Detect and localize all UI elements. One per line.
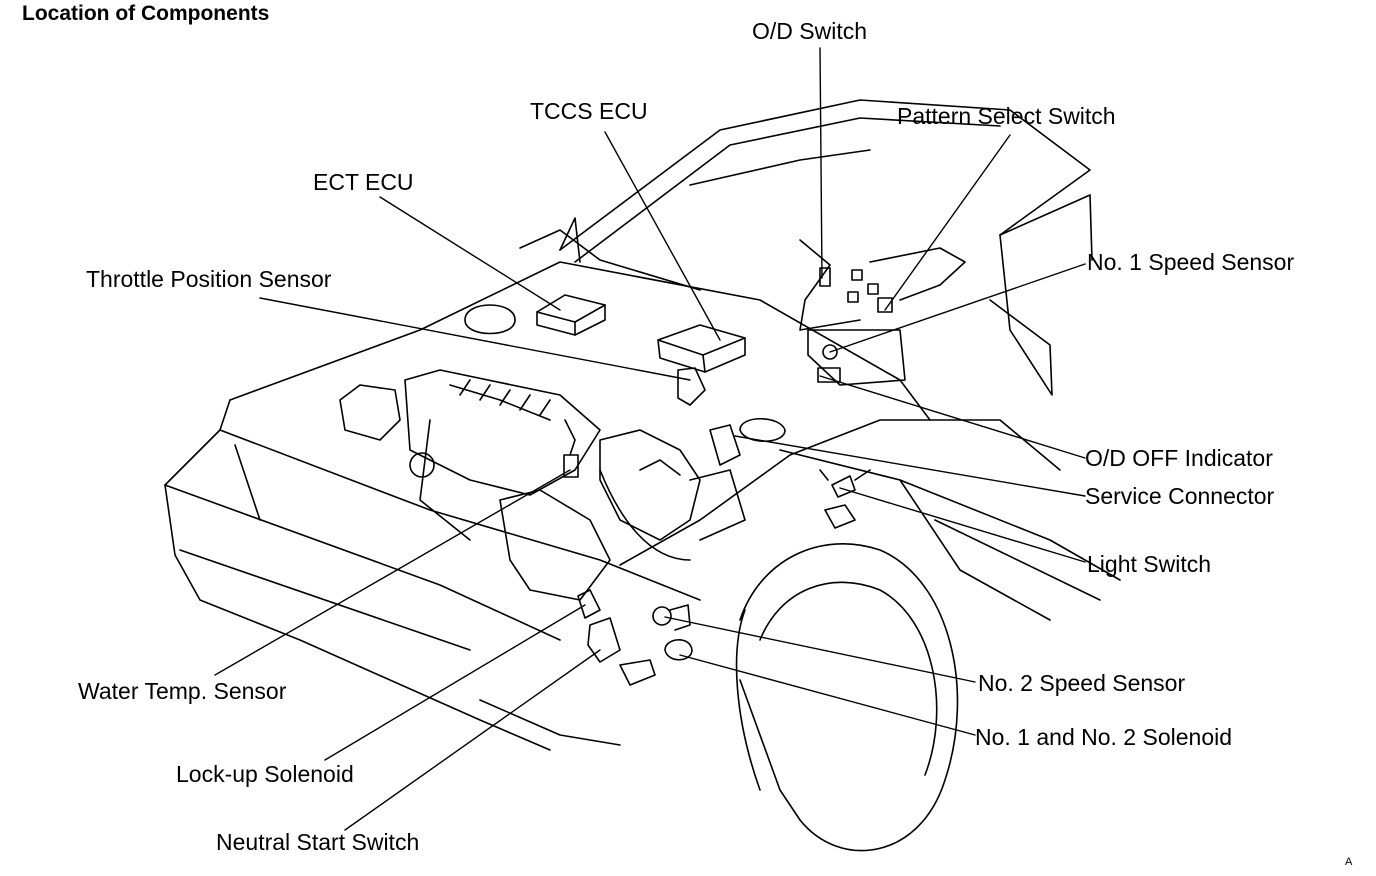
engine-block	[339, 304, 786, 601]
diagram-title: Location of Components	[22, 2, 270, 25]
leader-lines	[214, 47, 1086, 831]
label-od-off-indicator: O/D OFF Indicator	[1085, 445, 1273, 471]
windshield-outline	[559, 99, 1093, 396]
ecu-boxes	[536, 294, 746, 373]
front-wheel	[735, 543, 959, 852]
label-neutral-start-switch: Neutral Start Switch	[216, 829, 420, 855]
label-service-connector: Service Connector	[1085, 483, 1275, 509]
label-no2-speed-sensor: No. 2 Speed Sensor	[978, 670, 1186, 696]
label-light-switch: Light Switch	[1087, 551, 1212, 577]
label-no1-speed-sensor: No. 1 Speed Sensor	[1087, 249, 1295, 275]
label-pattern-select-switch: Pattern Select Switch	[897, 103, 1116, 129]
car-body-outline	[164, 217, 1121, 751]
label-od-switch: O/D Switch	[752, 18, 868, 44]
figure-code: A	[1345, 856, 1353, 868]
label-throttle-position-sensor: Throttle Position Sensor	[86, 266, 332, 292]
label-ect-ecu: ECT ECU	[313, 169, 414, 195]
dashboard-outline	[799, 239, 966, 386]
label-water-temp-sensor: Water Temp. Sensor	[78, 678, 287, 704]
label-no1-no2-solenoid: No. 1 and No. 2 Solenoid	[975, 724, 1233, 750]
label-tccs-ecu: TCCS ECU	[530, 98, 648, 124]
sensor-parts	[563, 367, 871, 686]
label-lockup-solenoid: Lock-up Solenoid	[176, 761, 354, 787]
